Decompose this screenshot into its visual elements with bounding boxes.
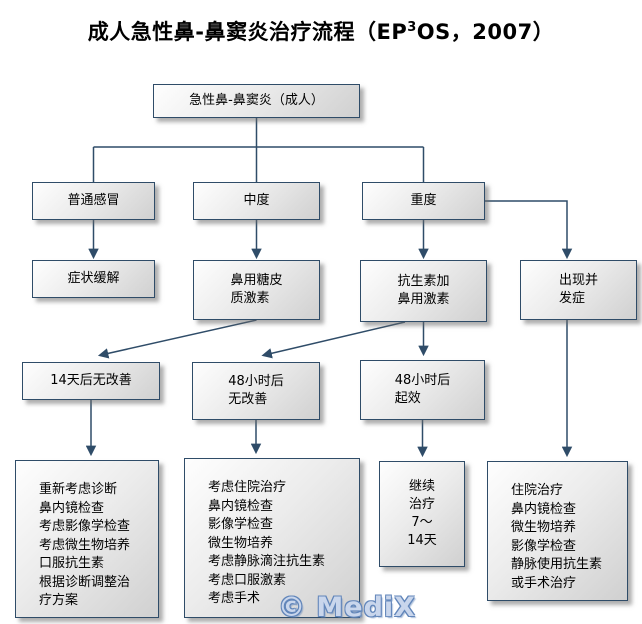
node-text: 重新考虑诊断 鼻内镜检查 考虑影像学检查 考虑微生物培养 口服抗生素 根据诊断调… xyxy=(39,482,131,608)
title-suffix: OS，2007） xyxy=(416,20,555,44)
node-reconsider-diagnosis-list: 重新考虑诊断 鼻内镜检查 考虑影像学检查 考虑微生物培养 口服抗生素 根据诊断调… xyxy=(15,460,159,618)
node-symptom-relief: 症状缓解 xyxy=(32,260,155,298)
node-severe: 重度 xyxy=(362,182,485,220)
connector-root-to-branches xyxy=(92,118,425,182)
node-text: 14天后无改善 xyxy=(50,373,132,388)
node-nasal-corticosteroid: 鼻用糖皮 质激素 xyxy=(193,260,320,320)
title-superscript: 3 xyxy=(407,20,417,35)
arrow-severe-to-complications xyxy=(485,200,573,260)
node-text: 48小时后 无改善 xyxy=(228,374,284,407)
title-prefix: 成人急性鼻-鼻窦炎治疗流程（EP xyxy=(87,20,408,44)
node-antibiotic-plus-nasal-steroid: 抗生素加 鼻用激素 xyxy=(360,260,487,322)
node-text: 中度 xyxy=(243,193,270,208)
node-hospitalization-list: 住院治疗 鼻内镜检查 微生物培养 影像学检查 静脉使用抗生素 或手术治疗 xyxy=(487,461,628,601)
medix-watermark: © MediX xyxy=(278,592,416,623)
node-text: 考虑住院治疗 鼻内镜检查 影像学检查 微生物培养 考虑静脉滴注抗生素 考虑口服激… xyxy=(208,480,326,606)
node-moderate: 中度 xyxy=(193,182,320,220)
node-no-improvement-48-hours: 48小时后 无改善 xyxy=(192,362,320,420)
node-text: 48小时后 起效 xyxy=(394,373,451,406)
node-common-cold: 普通感冒 xyxy=(32,182,155,220)
page-title: 成人急性鼻-鼻窦炎治疗流程（EP3OS，2007） xyxy=(0,16,642,46)
node-consider-hospitalization-list: 考虑住院治疗 鼻内镜检查 影像学检查 微生物培养 考虑静脉滴注抗生素 考虑口服激… xyxy=(184,458,360,618)
node-text: 住院治疗 鼻内镜检查 微生物培养 影像学检查 静脉使用抗生素 或手术治疗 xyxy=(511,483,603,591)
node-text: 鼻用糖皮 质激素 xyxy=(230,273,283,306)
node-text: 抗生素加 鼻用激素 xyxy=(397,274,450,307)
node-text: 出现并 发症 xyxy=(558,273,598,306)
arrow-antibiotic-to-noimprove48h xyxy=(261,321,406,359)
node-acute-rhinosinusitis-adult: 急性鼻-鼻窦炎（成人） xyxy=(153,84,360,118)
node-complications: 出现并 发症 xyxy=(520,260,637,320)
node-effective-after-48-hours: 48小时后 起效 xyxy=(360,360,485,420)
node-text: 继续 治疗 7～ 14天 xyxy=(407,479,437,548)
node-text: 急性鼻-鼻窦炎（成人） xyxy=(189,93,324,108)
node-text: 症状缓解 xyxy=(67,271,120,286)
node-no-improvement-14-days: 14天后无改善 xyxy=(22,362,160,400)
node-continue-treatment-7-14-days: 继续 治疗 7～ 14天 xyxy=(379,461,465,567)
arrow-steroid-to-noimprove14d xyxy=(97,319,257,359)
node-text: 普通感冒 xyxy=(67,193,120,208)
node-text: 重度 xyxy=(410,193,437,208)
